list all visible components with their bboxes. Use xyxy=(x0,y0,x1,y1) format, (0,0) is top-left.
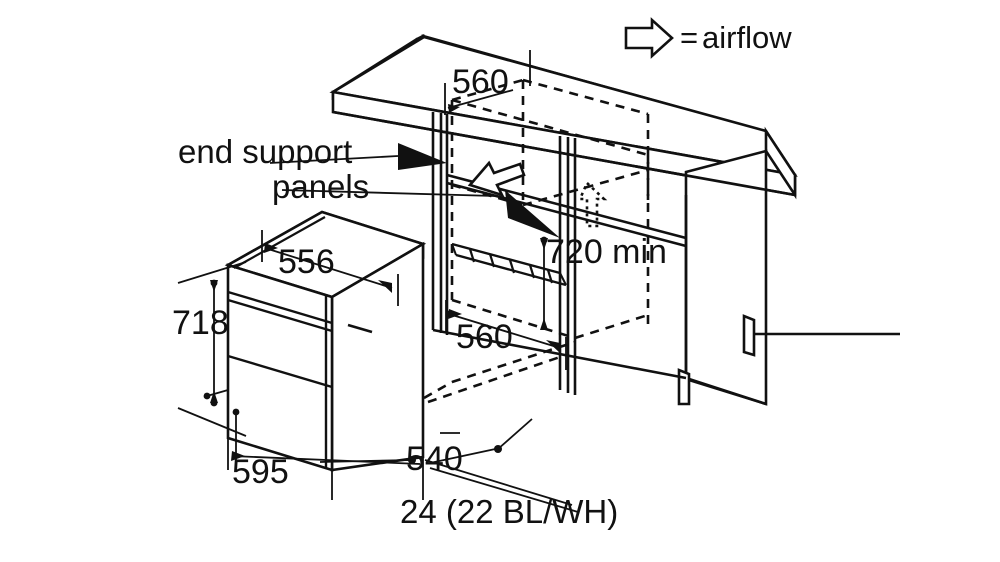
oven-control-panel xyxy=(227,290,333,325)
dim-595-line xyxy=(203,389,421,500)
dim-540: 540 xyxy=(406,440,463,478)
dim-720-min: 720 min xyxy=(546,233,667,271)
dim-718: 718 xyxy=(172,304,229,342)
callout-end-support-line2: panels xyxy=(272,168,369,205)
niche-projection-lines xyxy=(427,355,561,404)
worktop-under-band xyxy=(332,110,796,197)
oven-control-panel-2 xyxy=(227,298,333,333)
oven-door-split xyxy=(227,354,333,389)
airflow-arrow-icon xyxy=(624,17,674,59)
cabinet-leg-front xyxy=(677,368,691,406)
dim-560-top: 560 xyxy=(452,63,509,101)
legend-airflow-label: airflow xyxy=(702,20,792,55)
legend-airflow: = airflow xyxy=(624,17,792,59)
left-end-support-panel xyxy=(431,112,449,335)
cabinet-carcass xyxy=(329,33,900,406)
pointer-arrow-upper xyxy=(269,143,447,170)
oven-support-rails xyxy=(451,242,567,287)
cabinet-base-line xyxy=(432,328,687,380)
legend-equals: = xyxy=(680,20,698,55)
oven-door-handle xyxy=(347,323,373,334)
dim-556-line xyxy=(261,230,399,306)
airflow-arrow-white xyxy=(467,160,526,198)
dim-595: 595 xyxy=(232,453,289,491)
dim-560-bottom: 560 xyxy=(456,318,513,356)
dim-24-line xyxy=(424,459,579,513)
pointer-arrow-lower xyxy=(281,189,560,238)
dim-718-line xyxy=(177,261,247,437)
dim-720min-line xyxy=(540,236,548,330)
dim-556: 556 xyxy=(278,243,335,281)
leader-line-top-560 xyxy=(444,50,531,115)
floor-line-right-2 xyxy=(688,378,767,406)
oven-unit xyxy=(224,210,427,472)
dim-24-bl-wh: 24 (22 BL/WH) xyxy=(400,493,618,530)
oven-top-rear-edge xyxy=(233,216,326,269)
dim-560-bottom-line xyxy=(445,300,567,370)
dim-540-line xyxy=(422,418,533,500)
airflow-arrow-dotted xyxy=(578,180,608,228)
cabinet-leg-right xyxy=(742,314,756,357)
callout-end-support-line1: end support xyxy=(178,133,352,170)
